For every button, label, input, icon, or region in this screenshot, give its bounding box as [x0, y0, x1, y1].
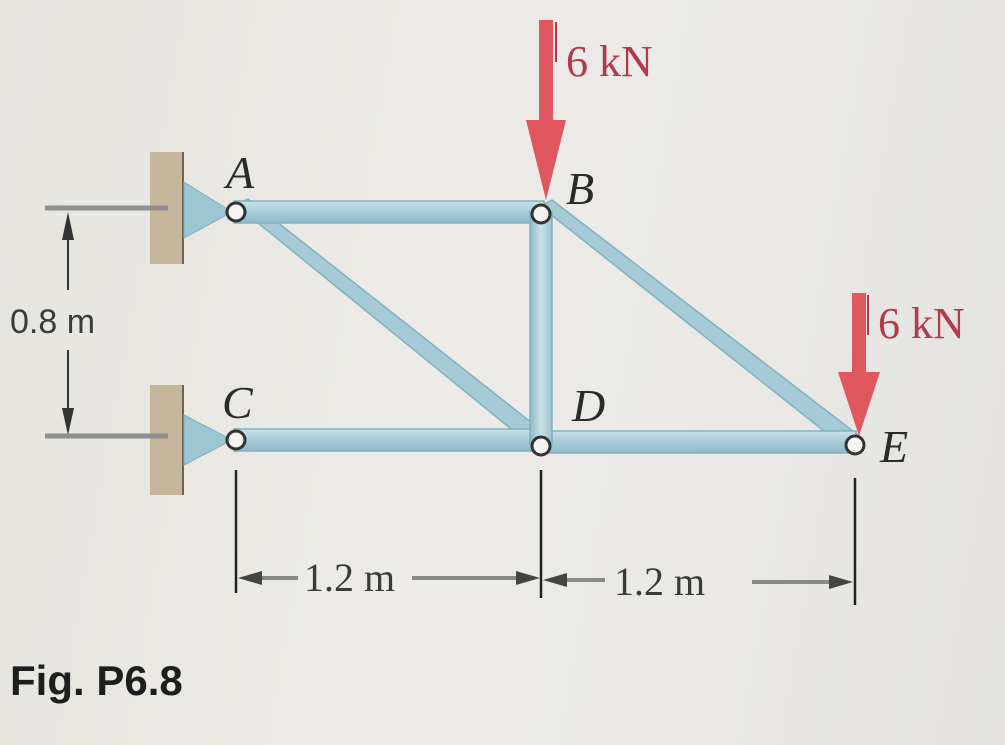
pin-support-C — [183, 414, 234, 466]
load-label-E: 6 kN — [878, 299, 965, 348]
load-label-B: 6 kN — [566, 37, 653, 86]
joint-E — [844, 434, 866, 456]
member-DE — [539, 430, 857, 454]
joint-B — [530, 203, 552, 225]
wall-support-C — [150, 385, 184, 495]
dimension-horizontal — [234, 470, 857, 605]
dimension-label-horizontal-1: 1.2 m — [304, 555, 396, 600]
member-AB — [233, 200, 545, 224]
dimension-vertical — [45, 205, 168, 439]
joint-label-C: C — [222, 377, 253, 428]
load-arrow-E — [838, 293, 880, 436]
dimension-label-horizontal-2: 1.2 m — [614, 559, 706, 604]
joint-C — [225, 429, 247, 451]
figure-caption: Fig. P6.8 — [10, 657, 183, 704]
dimension-label-vertical: 0.8 m — [10, 303, 96, 341]
joint-label-E: E — [880, 421, 909, 472]
joint-D — [530, 435, 552, 457]
member-BD — [529, 211, 553, 445]
load-arrow-B — [526, 20, 566, 200]
member-CD — [233, 428, 545, 452]
joint-A — [225, 201, 247, 223]
joint-label-A: A — [226, 147, 255, 198]
joint-label-B: B — [566, 163, 595, 214]
member-AD — [234, 198, 548, 447]
pin-support-A — [183, 181, 233, 239]
members — [233, 198, 864, 454]
joints — [225, 201, 866, 457]
joint-label-D: D — [572, 380, 606, 431]
